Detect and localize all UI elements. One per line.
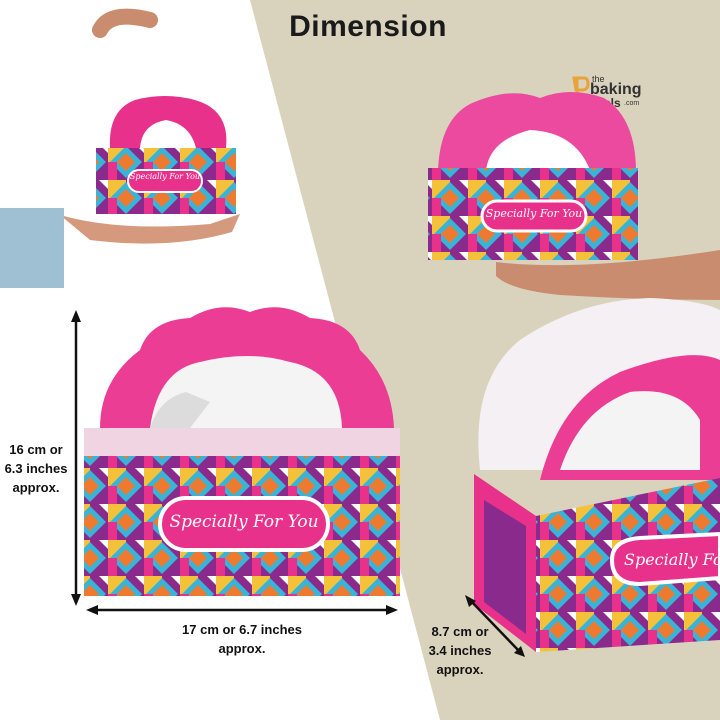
- box-label-angled: Specially For You: [624, 550, 720, 569]
- page-title: Dimension: [289, 10, 447, 43]
- logo-baking: baking: [590, 81, 642, 98]
- box-label-main: Specially For You: [169, 512, 319, 532]
- height-label: 16 cm or 6.3 inches approx.: [4, 442, 68, 495]
- box-angled-right: [474, 298, 720, 652]
- box-top-right: [428, 92, 720, 300]
- depth-label: 8.7 cm or 3.4 inches approx.: [428, 624, 492, 677]
- box-small-left: [0, 8, 240, 288]
- box-label-small: Specially For You: [129, 172, 201, 181]
- box-main-front: [84, 307, 400, 596]
- logo-com: .com: [624, 100, 640, 107]
- width-arrow: [86, 605, 398, 615]
- width-label: 17 cm or 6.7 inches approx.: [182, 622, 302, 656]
- box-label-top-right: Specially For You: [485, 207, 583, 220]
- depth-arrow: [465, 595, 525, 657]
- logo-the: the: [592, 74, 605, 84]
- height-arrow: [71, 310, 81, 606]
